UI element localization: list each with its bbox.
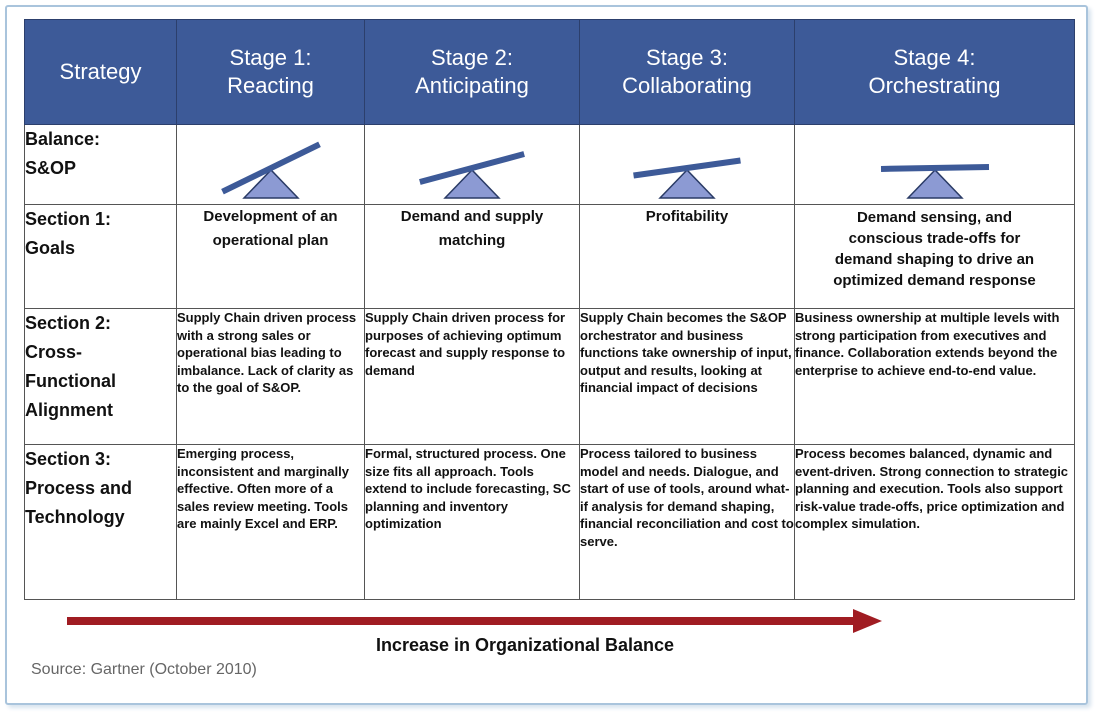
header-row: Strategy Stage 1:Reacting Stage 2:Antici… bbox=[24, 19, 1075, 125]
seesaw-icon bbox=[880, 163, 989, 199]
process-stage-4: Process becomes balanced, dynamic and ev… bbox=[794, 444, 1075, 600]
fulcrum-triangle bbox=[658, 168, 716, 199]
process-stage-3: Process tailored to business model and n… bbox=[579, 444, 795, 600]
balance-stage-4 bbox=[794, 124, 1075, 205]
stage-2-header: Stage 2:Anticipating bbox=[364, 19, 580, 125]
alignment-stage-4: Business ownership at multiple levels wi… bbox=[794, 308, 1075, 445]
seesaw-icon bbox=[220, 141, 321, 199]
arrow-right-icon bbox=[67, 609, 882, 633]
alignment-stage-1: Supply Chain driven process with a stron… bbox=[176, 308, 365, 445]
seesaw-icon bbox=[633, 157, 741, 199]
balance-stage-2 bbox=[364, 124, 580, 205]
strategy-header: Strategy bbox=[24, 19, 177, 125]
balance-stage-1 bbox=[176, 124, 365, 205]
process-stage-1: Emerging process, inconsistent and margi… bbox=[176, 444, 365, 600]
balance-row: Balance:S&OP bbox=[24, 124, 1075, 205]
seesaw-beam bbox=[633, 157, 741, 178]
figure-frame bbox=[5, 5, 1088, 705]
seesaw-beam bbox=[419, 150, 525, 185]
fulcrum-triangle bbox=[241, 168, 300, 199]
seesaw-beam bbox=[220, 141, 321, 194]
goal-stage-3: Profitability bbox=[579, 204, 795, 309]
arrow-shaft bbox=[67, 617, 857, 625]
stage-4-header: Stage 4:Orchestrating bbox=[794, 19, 1075, 125]
arrow-head bbox=[853, 609, 882, 633]
stage-3-header: Stage 3:Collaborating bbox=[579, 19, 795, 125]
balance-stage-3 bbox=[579, 124, 795, 205]
fulcrum-triangle bbox=[443, 168, 501, 199]
goals-label: Section 1:Goals bbox=[24, 204, 177, 309]
seesaw-beam bbox=[880, 163, 989, 172]
fulcrum-triangle bbox=[905, 168, 964, 199]
alignment-stage-2: Supply Chain driven process for purposes… bbox=[364, 308, 580, 445]
process-stage-2: Formal, structured process. One size fit… bbox=[364, 444, 580, 600]
balance-label: Balance:S&OP bbox=[24, 124, 177, 205]
arrow-label: Increase in Organizational Balance bbox=[375, 635, 675, 655]
alignment-stage-3: Supply Chain becomes the S&OP orchestrat… bbox=[579, 308, 795, 445]
stage-1-header: Stage 1:Reacting bbox=[176, 19, 365, 125]
seesaw-icon bbox=[419, 150, 525, 199]
sop-maturity-table: Strategy Stage 1:Reacting Stage 2:Antici… bbox=[24, 19, 1075, 600]
source-note: Source: Gartner (October 2010) bbox=[31, 661, 257, 678]
